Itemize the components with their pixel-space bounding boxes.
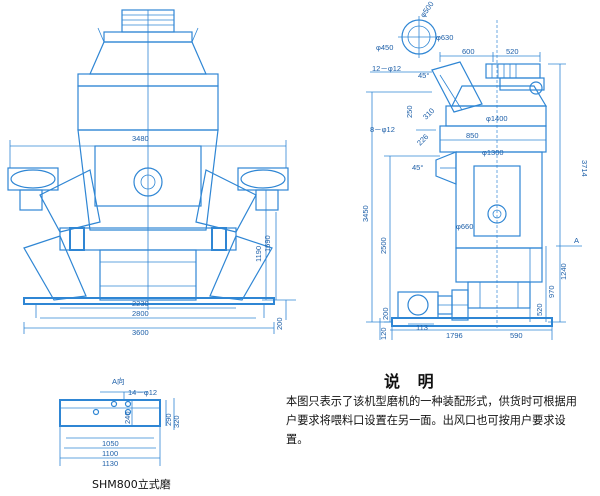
- dim-226: 226: [415, 132, 430, 147]
- dim-113: 113: [416, 323, 428, 332]
- dim-600: 600: [462, 47, 475, 56]
- dim-1796: 1796: [446, 331, 463, 340]
- dim-3480: 3480: [132, 134, 149, 143]
- dim-240: 240: [123, 411, 132, 424]
- dim-phi500: φ500: [418, 0, 435, 19]
- dim-120: 120: [379, 327, 388, 340]
- dim-850: 850: [466, 131, 479, 140]
- label-A: A: [574, 236, 579, 245]
- note-title: 说 明: [384, 372, 440, 391]
- dim-3714: 3714: [580, 160, 589, 177]
- dim-1240: 1240: [559, 263, 568, 280]
- front-view: 3480 2230 2800 3600 1690 1190 200: [7, 9, 296, 337]
- note-body: 本图只表示了该机型磨机的一种装配形式，供货时可根据用户要求将喂料口设置在另一面。…: [286, 395, 577, 446]
- dim-phi1400: φ1400: [486, 114, 508, 123]
- dim-phi630: φ630: [436, 33, 453, 42]
- dim-3450: 3450: [361, 205, 370, 222]
- dim-200: 200: [275, 317, 284, 330]
- dim-520-top: 520: [506, 47, 519, 56]
- dim-1100: 1100: [102, 449, 118, 458]
- detail-view: A向 14－φ12 240 290 320 1050 1100 1130: [59, 376, 181, 468]
- dim-45deg-top: 45°: [418, 71, 429, 80]
- dim-8-phi12: 8－φ12: [370, 125, 395, 134]
- dim-970: 970: [547, 285, 556, 298]
- detail-title-A: A向: [112, 376, 125, 386]
- dim-1130: 1130: [102, 459, 118, 468]
- dim-290: 290: [164, 413, 173, 426]
- side-view: φ500 φ630 φ450 600 520 12－φ12 45° φ1400 …: [361, 0, 589, 340]
- dim-phi1300: φ1300: [482, 148, 504, 157]
- dim-1690: 1690: [263, 235, 272, 252]
- dim-250: 250: [405, 105, 414, 118]
- dim-45deg-mid: 45°: [412, 163, 423, 172]
- dim-14-phi12: 14－φ12: [128, 388, 157, 397]
- dim-12-phi12: 12－φ12: [372, 64, 401, 73]
- dim-2500: 2500: [379, 237, 388, 254]
- dim-310: 310: [421, 106, 436, 121]
- dim-3600: 3600: [132, 328, 149, 337]
- dim-590: 590: [510, 331, 523, 340]
- dim-phi450: φ450: [376, 43, 393, 52]
- dim-phi660: φ660: [456, 222, 473, 231]
- dim-1050: 1050: [102, 439, 119, 448]
- dim-1190: 1190: [254, 246, 263, 262]
- dim-200-side: 200: [381, 307, 390, 320]
- dim-2800: 2800: [132, 309, 149, 318]
- model-label: SHM800立式磨: [92, 478, 171, 491]
- dim-2230: 2230: [132, 299, 149, 308]
- dim-520-bottom: 520: [535, 303, 544, 316]
- dim-320: 320: [172, 415, 181, 428]
